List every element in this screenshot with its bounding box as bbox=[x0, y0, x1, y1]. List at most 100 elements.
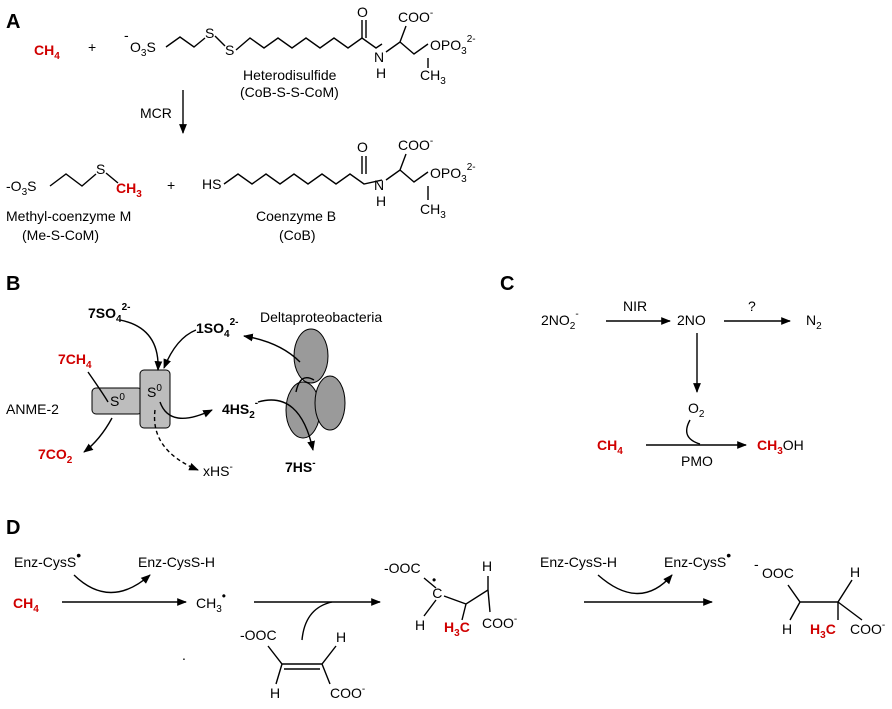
fumarate-carboxylate-right: COO- bbox=[330, 684, 365, 701]
cob-carbonyl-oxygen: O bbox=[357, 139, 368, 155]
separator-dot: . bbox=[182, 647, 186, 663]
product-hydrogen-top: H bbox=[850, 564, 860, 580]
fumarate-hydrogen-left: H bbox=[270, 685, 280, 701]
methyl-com-sulfur: S bbox=[96, 161, 105, 177]
methyl-com-sulfonate: -O3S bbox=[6, 178, 36, 198]
amide-hydrogen: H bbox=[376, 65, 386, 81]
charge-minus: - bbox=[124, 27, 129, 43]
methane-d-label: CH4 bbox=[13, 595, 39, 615]
plus-sign: + bbox=[88, 39, 96, 55]
intermediate-methyl-red: H3C bbox=[444, 619, 470, 639]
panel-a: A CH4 + - O3S S S O N H COO- OPO32- CH3 … bbox=[6, 4, 476, 243]
xhs-label: xHS- bbox=[203, 462, 233, 479]
disulfide-bond bbox=[214, 35, 226, 47]
bacteria-cell-left bbox=[285, 381, 321, 439]
intermediate-radical-carbon: •C bbox=[432, 573, 442, 601]
methane-to-cell-line bbox=[87, 371, 109, 403]
threonine-bonds bbox=[385, 25, 429, 55]
cell-to-co2-arrow bbox=[83, 417, 113, 453]
nitrogen-label: N2 bbox=[806, 312, 822, 332]
enz-cyss-radical-2: Enz-CysS• bbox=[664, 547, 731, 570]
nitrite-label: 2NO2- bbox=[541, 309, 579, 332]
sulfur-atom-1: S bbox=[205, 25, 214, 41]
methane-label: CH4 bbox=[34, 42, 60, 62]
cob-carbonyl-double-bond bbox=[361, 156, 367, 174]
methanol-label: CH3OH bbox=[757, 437, 804, 457]
cob-amide-nitrogen: N bbox=[374, 177, 384, 193]
bacteria-to-sulfate-arrow bbox=[243, 333, 301, 363]
h-abstraction-arc-1 bbox=[73, 574, 151, 594]
cob-threonine-bonds bbox=[385, 153, 429, 183]
panel-b: B 7SO42- 1SO42- Deltaproteobacteria 7CH4… bbox=[6, 273, 382, 479]
panel-d-label: D bbox=[6, 517, 20, 539]
bacteria-cell-right bbox=[314, 375, 346, 431]
methane-c-label: CH4 bbox=[597, 437, 623, 457]
hs-7-label: 7HS- bbox=[285, 458, 316, 475]
mcr-enzyme-label: MCR bbox=[140, 105, 172, 121]
com-chain-bonds bbox=[165, 36, 206, 48]
s0-to-xhs-dashed-arrow bbox=[153, 409, 199, 471]
methyl-coenzyme-m-name: Methyl-coenzyme M bbox=[6, 208, 131, 224]
product-carboxylate-right: COO- bbox=[850, 620, 885, 637]
phosphate-group: OPO32- bbox=[430, 34, 476, 57]
product-methyl-red: H3C bbox=[810, 621, 836, 641]
carbonyl-oxygen: O bbox=[357, 4, 368, 20]
nitric-oxide-label: 2NO bbox=[677, 312, 706, 328]
sulfate-1-to-s0-arrow bbox=[163, 329, 197, 369]
enz-cyss-h-1: Enz-CysS-H bbox=[138, 554, 215, 570]
panel-c: C 2NO2- NIR 2NO ? N2 O2 CH4 PMO CH3OH bbox=[500, 273, 822, 469]
s-methyl-bond bbox=[105, 172, 119, 184]
oxygen-label: O2 bbox=[688, 400, 705, 420]
cob-amide-hydrogen: H bbox=[376, 193, 386, 209]
intermediate-carboxylate-right: COO- bbox=[482, 614, 517, 631]
cob-threonine-methyl: CH3 bbox=[420, 201, 446, 221]
methyl-group-red: CH3 bbox=[116, 180, 142, 200]
fumarate-entry-arc bbox=[301, 601, 333, 641]
sulfonate-group: O3S bbox=[130, 39, 156, 59]
enz-cyss-radical-1: Enz-CysS• bbox=[14, 547, 81, 570]
threonine-methyl: CH3 bbox=[420, 67, 446, 87]
o2-curved-line bbox=[686, 419, 701, 445]
sulfate-to-s0-arrow bbox=[119, 319, 163, 371]
product-charge-minus: - bbox=[754, 556, 759, 572]
product-carboxylate-left: OOC bbox=[762, 565, 794, 581]
bacteria-cell-top bbox=[293, 328, 329, 384]
cob-chain-bonds bbox=[235, 37, 383, 51]
fumarate-carboxylate-left: -OOC bbox=[240, 627, 277, 643]
coenzyme-b-abbr: (CoB) bbox=[279, 227, 316, 243]
bacteria-intracell-line bbox=[295, 377, 315, 393]
product-bonds bbox=[787, 579, 863, 621]
methyl-coenzyme-m-abbr: (Me-S-CoM) bbox=[22, 227, 99, 243]
panel-a-label: A bbox=[6, 11, 20, 33]
s0-to-hs2-arrow bbox=[159, 401, 213, 419]
coenzyme-b-name: Coenzyme B bbox=[256, 208, 336, 224]
methyl-com-chain bbox=[49, 173, 97, 187]
disulfide-hs2-label: 4HS2- bbox=[222, 398, 258, 421]
s0-left-label: S0 bbox=[110, 392, 125, 409]
panel-c-label: C bbox=[500, 273, 514, 295]
methyl-radical-label: CH3• bbox=[196, 589, 226, 615]
intermediate-carboxylate-left: -OOC bbox=[384, 560, 421, 576]
methane-7-label: 7CH4 bbox=[58, 351, 92, 371]
intermediate-bonds bbox=[423, 576, 491, 621]
cob-phosphate: OPO32- bbox=[430, 162, 476, 185]
s0-right-label: S0 bbox=[147, 383, 162, 400]
co2-7-label: 7CO2 bbox=[38, 446, 73, 466]
anme-2-label: ANME-2 bbox=[6, 401, 59, 417]
intermediate-hydrogen-left: H bbox=[415, 617, 425, 633]
hs2-to-hs-arrow bbox=[257, 399, 315, 451]
plus-sign-2: + bbox=[167, 177, 175, 193]
product-hydrogen-left: H bbox=[782, 621, 792, 637]
panel-b-label: B bbox=[6, 273, 20, 295]
carboxylate-group: COO- bbox=[398, 8, 433, 25]
heterodisulfide-abbr: (CoB-S-S-CoM) bbox=[240, 84, 339, 100]
h-transfer-arc-2 bbox=[597, 574, 673, 595]
fumarate-bonds bbox=[267, 645, 337, 685]
fumarate-hydrogen-right: H bbox=[336, 629, 346, 645]
pmo-enzyme-label: PMO bbox=[681, 453, 713, 469]
enz-cyss-h-2: Enz-CysS-H bbox=[540, 554, 617, 570]
amide-nitrogen: N bbox=[374, 49, 384, 65]
deltaproteobacteria-label: Deltaproteobacteria bbox=[260, 309, 382, 325]
heterodisulfide-name: Heterodisulfide bbox=[243, 67, 337, 83]
